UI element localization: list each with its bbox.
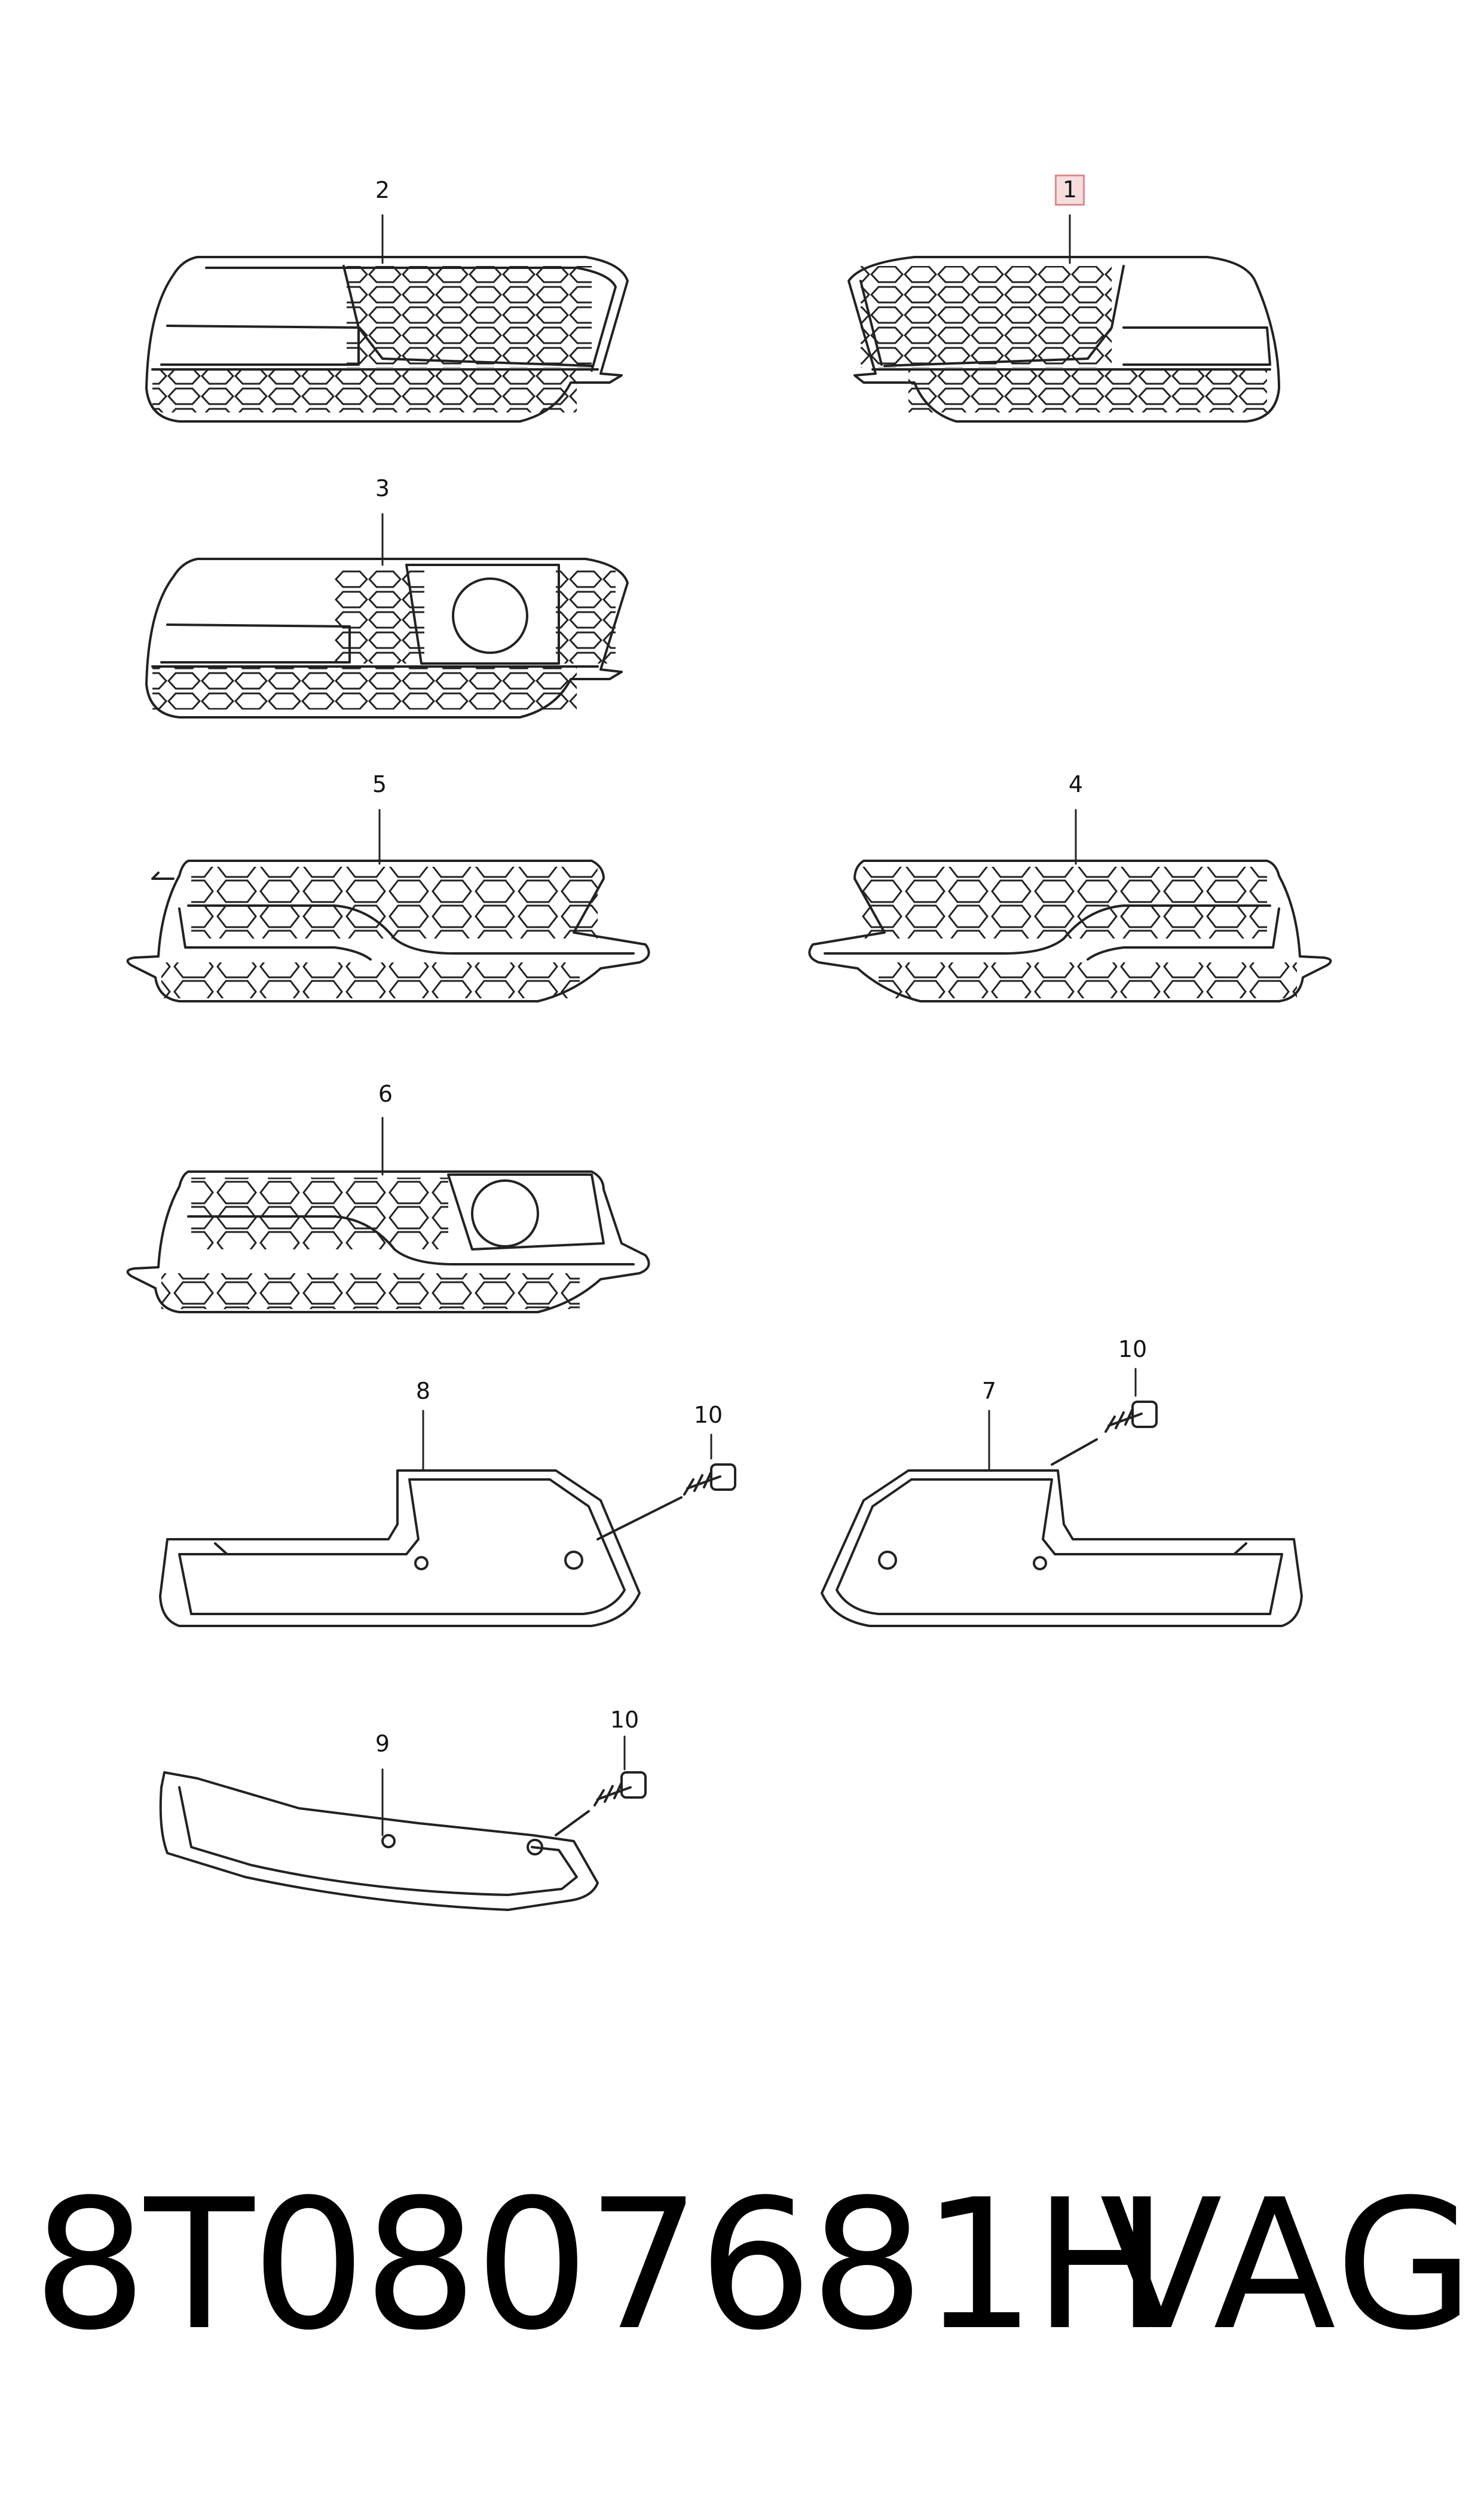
- brand: VAG: [1100, 2161, 1477, 2370]
- bracket-part-7: [821, 1469, 1303, 1627]
- callout-5[interactable]: 5: [372, 771, 387, 797]
- callout-10b[interactable]: 10: [1118, 1336, 1148, 1362]
- screw-10b-icon: [1051, 1401, 1158, 1466]
- grille-part-5: [126, 860, 650, 1002]
- callout-10c[interactable]: 10: [610, 1707, 640, 1733]
- parts-diagram: [126, 214, 1332, 1911]
- callout-10a[interactable]: 10: [693, 1402, 723, 1428]
- part-number: 8T0807681H: [33, 2161, 1168, 2370]
- leader-lines: [378, 214, 1137, 1836]
- grille-part-4: [808, 860, 1332, 1002]
- callout-7[interactable]: 7: [981, 1378, 997, 1404]
- callout-4[interactable]: 4: [1068, 771, 1084, 797]
- grille-part-3: [145, 558, 629, 719]
- grille-part-6: [126, 1170, 650, 1313]
- screw-10c-icon: [555, 1771, 647, 1836]
- bracket-part-8: [159, 1469, 641, 1627]
- footer: 8T0807681H VAG: [0, 2176, 1484, 2415]
- callout-6[interactable]: 6: [378, 1081, 393, 1107]
- callout-3[interactable]: 3: [375, 475, 390, 502]
- grille-part-2: [145, 256, 629, 423]
- strip-part-9: [159, 1771, 599, 1911]
- callout-8[interactable]: 8: [415, 1378, 431, 1404]
- screw-10a-icon: [596, 1463, 736, 1540]
- grille-part-1: [847, 256, 1280, 423]
- callout-9[interactable]: 9: [375, 1731, 390, 1757]
- callout-1[interactable]: 1: [1054, 175, 1085, 206]
- callout-2[interactable]: 2: [375, 177, 390, 203]
